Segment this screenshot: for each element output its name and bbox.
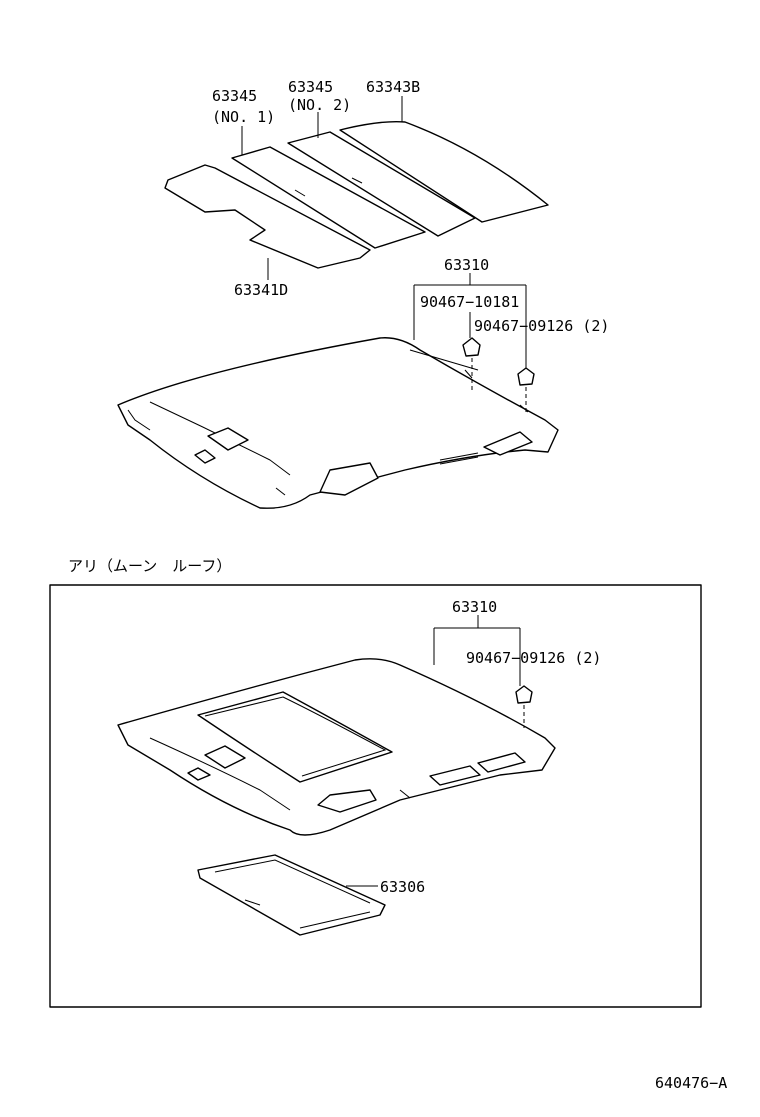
- label-63310-top: 63310: [444, 256, 489, 274]
- figure-id: 640476−A: [655, 1074, 727, 1092]
- label-63343b: 63343B: [366, 78, 420, 96]
- label-63341d: 63341D: [234, 281, 288, 299]
- headliner-63310-upper: [117, 337, 559, 509]
- label-63345-no2: 63345: [288, 78, 333, 96]
- headliner-63310-lower: [117, 658, 556, 836]
- label-90467-09126-box: 90467−09126 (2): [466, 649, 601, 667]
- label-63345-no1: 63345: [212, 87, 257, 105]
- label-63345-no2-sub: (NO. 2): [288, 96, 351, 114]
- label-90467-09126-top: 90467−09126 (2): [474, 317, 609, 335]
- pad-63341d: [164, 164, 371, 269]
- pad-63345-no1: [231, 146, 426, 249]
- label-63310-box: 63310: [452, 598, 497, 616]
- bracket-63310-upper: [413, 273, 527, 368]
- bracket-63310-lower: [433, 615, 521, 686]
- pad-63343b: [339, 121, 549, 223]
- section-title: アリ（ムーン ルーフ）: [68, 557, 231, 575]
- label-63345-no1-sub: (NO. 1): [212, 108, 275, 126]
- clip-90467-09126-upper: [517, 367, 535, 412]
- sunshade-63306: [197, 854, 386, 936]
- clip-90467-10181: [462, 337, 481, 390]
- clip-90467-09126-lower: [515, 685, 533, 728]
- moonroof-section-box: [49, 584, 702, 1008]
- label-63306: 63306: [380, 878, 425, 896]
- label-90467-10181: 90467−10181: [420, 293, 519, 311]
